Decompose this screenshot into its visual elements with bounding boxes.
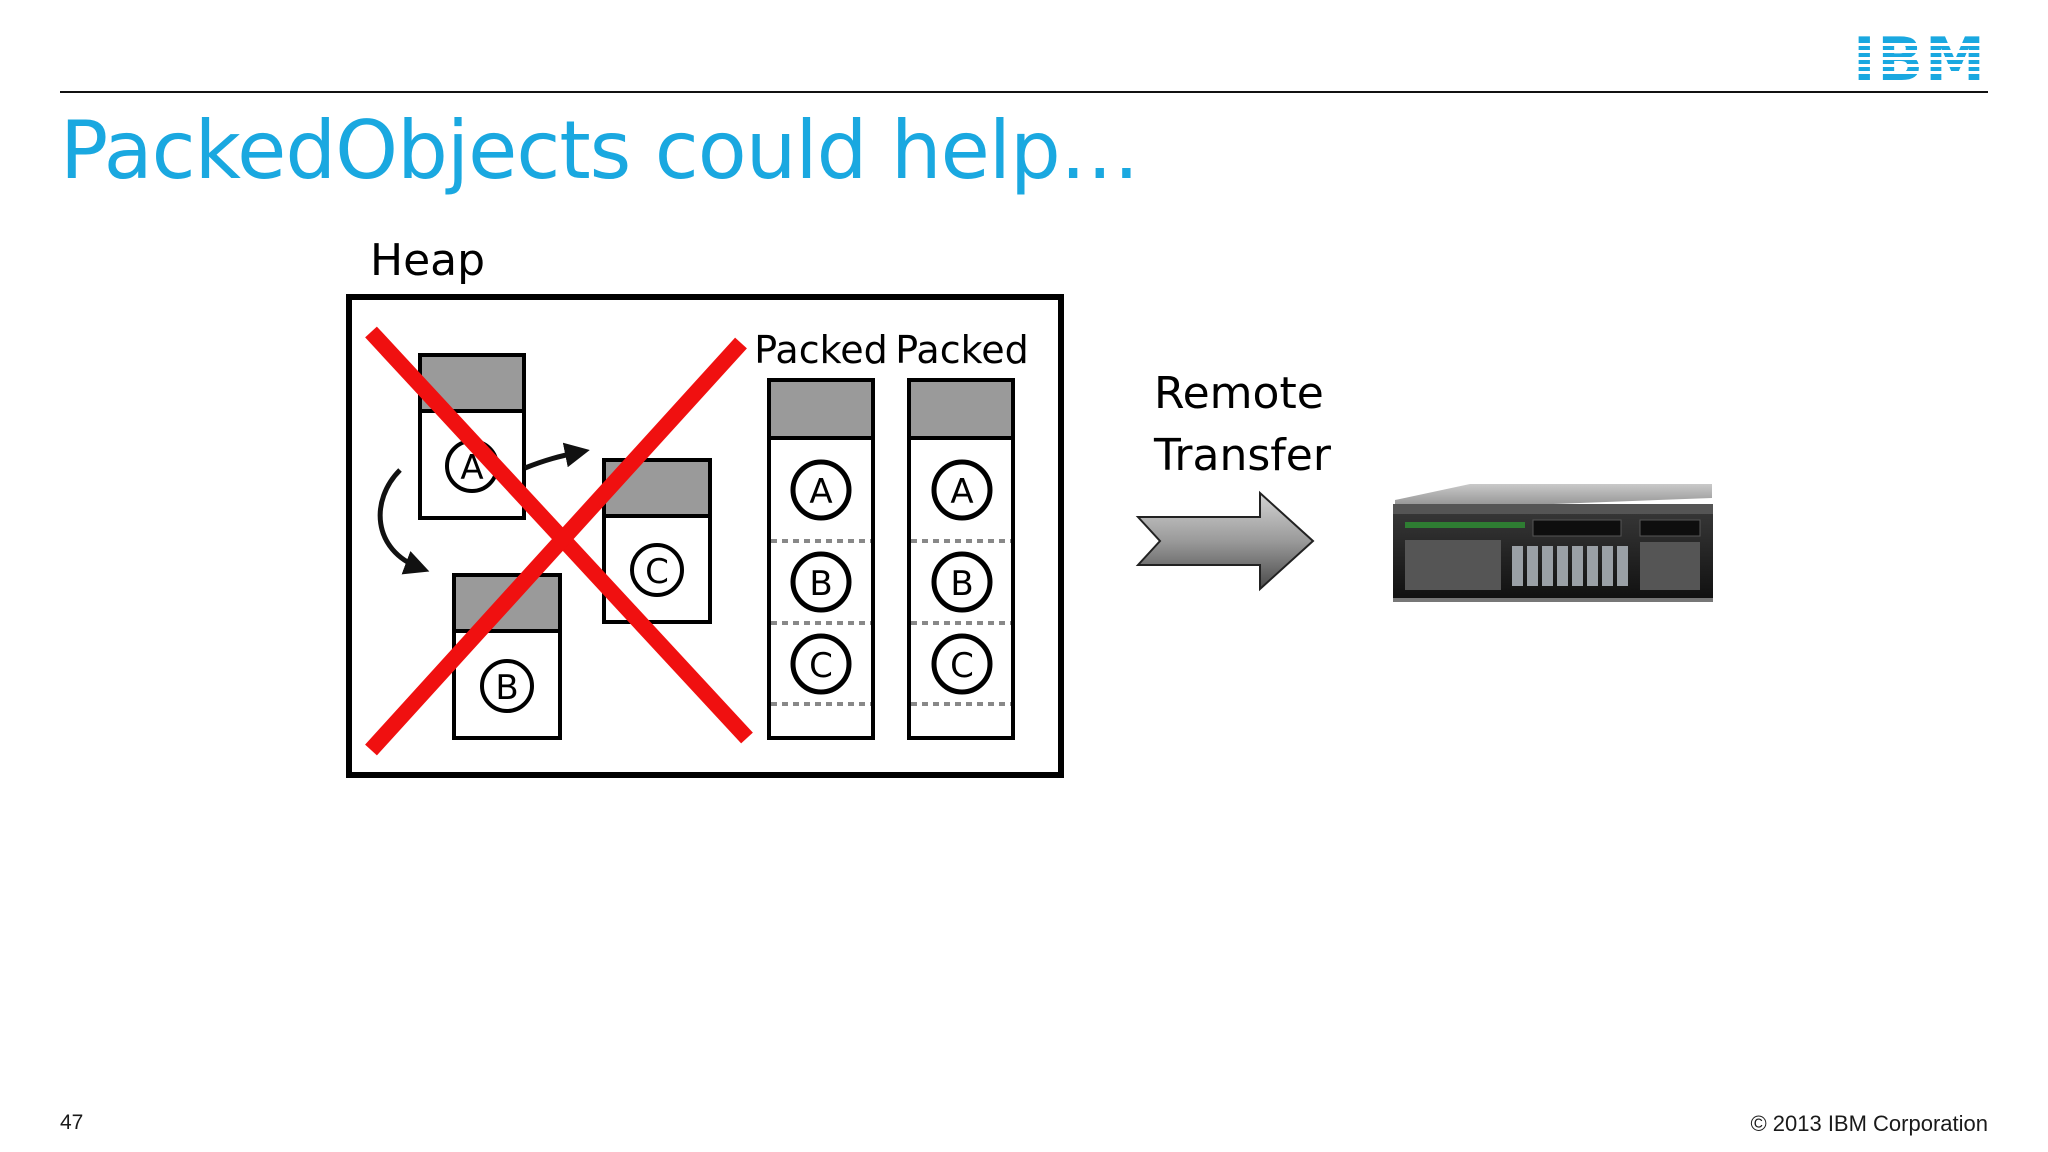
reference-arrow-a-to-b [377,468,430,575]
packed-object-2: A B C [907,378,1015,740]
packed-label-2: Packed [895,328,1029,372]
packed-field-circle [931,633,993,695]
heap-label: Heap [370,235,485,286]
packed-field-letter: B [809,564,832,604]
remote-label-line1: Remote [1154,368,1324,419]
packed-field-circle [931,551,993,613]
copyright-notice: © 2013 IBM Corporation [1750,1111,1988,1136]
packed-object-1: A B C [767,378,875,740]
object-circle-c [630,543,684,597]
page-number: 47 [60,1111,84,1134]
packed-field-letter: C [809,646,833,686]
packed-field-circle [790,633,852,695]
packed-field-circle [931,459,993,521]
packed-field-letter: C [950,646,974,686]
remote-label-line2: Transfer [1153,430,1332,481]
object-circle-b [480,659,534,713]
red-cross [365,326,753,756]
packed-field-letter: B [950,564,973,604]
server-rack-icon [1393,484,1713,602]
object-letter: B [495,668,518,708]
packed-field-circle [790,459,852,521]
ibm-logo: IBM [1850,25,1990,95]
packed-field-letter: A [950,472,973,512]
slide-title: PackedObjects could help… [60,104,1140,197]
packed-field-letter: A [809,472,832,512]
packed-label-1: Packed [754,328,888,372]
object-letter: C [645,552,669,592]
transfer-arrow [1135,490,1315,592]
reference-arrow-a-to-c [524,442,590,471]
packed-field-circle [790,551,852,613]
